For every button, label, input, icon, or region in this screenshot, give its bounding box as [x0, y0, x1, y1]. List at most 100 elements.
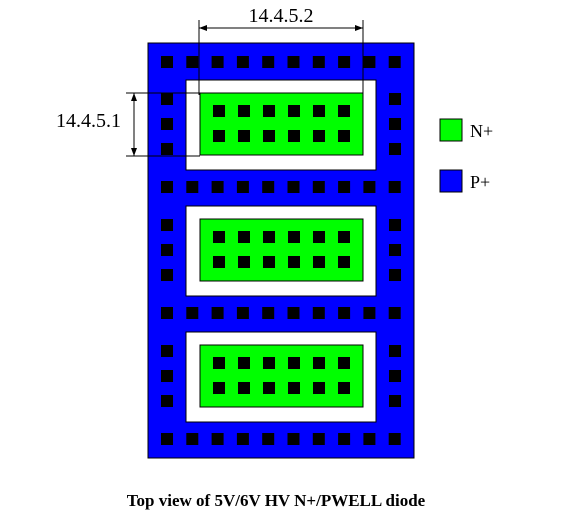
p-plus-contact: [161, 370, 173, 382]
figure-caption: Top view of 5V/6V HV N+/PWELL diode: [127, 491, 426, 510]
p-plus-contact: [161, 345, 173, 357]
p-plus-contact: [312, 307, 325, 319]
p-plus-contact: [262, 181, 275, 193]
p-plus-contact: [262, 307, 275, 319]
n-plus-region: [199, 344, 364, 408]
n-plus-contact: [263, 231, 275, 243]
p-plus-contact: [388, 433, 401, 445]
n-plus-contact: [263, 256, 275, 268]
n-plus-contact: [263, 105, 275, 117]
n-plus-contact: [313, 105, 325, 117]
p-plus-contact: [211, 433, 224, 445]
p-plus-contact: [161, 181, 173, 193]
p-plus-contact: [388, 56, 401, 68]
p-plus-contact: [161, 244, 173, 256]
n-plus-contact: [213, 357, 225, 369]
p-plus-contact: [186, 181, 199, 193]
legend-swatch-p-plus: [439, 169, 463, 193]
p-plus-contact: [312, 433, 325, 445]
p-plus-contact: [312, 181, 325, 193]
n-plus-contact: [263, 357, 275, 369]
n-plus-contact: [313, 382, 325, 394]
p-plus-contact: [389, 345, 401, 357]
n-plus-contact: [213, 105, 225, 117]
n-plus-contact: [213, 130, 225, 142]
p-plus-contact: [389, 143, 401, 155]
p-plus-contact: [161, 56, 173, 68]
n-plus-contact: [288, 382, 300, 394]
legend-swatch-n-plus: [439, 118, 463, 142]
n-plus-contact: [213, 256, 225, 268]
p-plus-contact: [338, 56, 351, 68]
n-plus-contact: [238, 382, 250, 394]
n-plus-contact: [313, 231, 325, 243]
p-plus-contact: [389, 244, 401, 256]
n-plus-contact: [263, 130, 275, 142]
p-plus-contact: [363, 181, 376, 193]
p-plus-contact: [363, 56, 376, 68]
arrow-down: [131, 148, 137, 156]
n-plus-contact: [288, 256, 300, 268]
n-plus-contact: [238, 256, 250, 268]
n-plus-contact: [313, 130, 325, 142]
n-plus-regions: [199, 92, 364, 408]
p-plus-contact: [389, 118, 401, 130]
n-plus-contact: [213, 231, 225, 243]
n-plus-contact: [313, 256, 325, 268]
arrow-up: [131, 93, 137, 101]
p-plus-contact: [338, 307, 351, 319]
n-plus-contact: [238, 231, 250, 243]
n-plus-contact: [288, 130, 300, 142]
n-plus-contact: [338, 382, 350, 394]
p-plus-contact: [389, 395, 401, 407]
n-plus-contact: [238, 357, 250, 369]
p-plus-contact: [236, 56, 249, 68]
dimension-vertical: 14.4.5.1: [56, 92, 200, 157]
n-plus-contact: [338, 105, 350, 117]
dimension-horizontal: 14.4.5.2: [198, 5, 364, 95]
p-plus-contact: [389, 370, 401, 382]
p-plus-contact: [388, 181, 401, 193]
p-plus-contact: [363, 433, 376, 445]
p-plus-contact: [262, 433, 275, 445]
p-plus-contact: [186, 56, 199, 68]
p-plus-contact: [161, 118, 173, 130]
p-plus-contact: [161, 433, 173, 445]
p-plus-contact: [363, 307, 376, 319]
p-plus-contact: [161, 307, 173, 319]
p-plus-contact: [186, 307, 199, 319]
p-plus-contact: [161, 219, 173, 231]
p-plus-contact: [262, 56, 275, 68]
legend-label-n-plus: N+: [470, 121, 493, 141]
dimension-label-horizontal: 14.4.5.2: [249, 5, 314, 27]
n-plus-contact: [288, 231, 300, 243]
n-plus-contact: [313, 357, 325, 369]
p-plus-contact: [389, 269, 401, 281]
p-plus-contact: [236, 433, 249, 445]
p-plus-contact: [389, 219, 401, 231]
p-plus-contact: [287, 181, 300, 193]
n-plus-contact: [213, 382, 225, 394]
legend: N+ P+: [439, 118, 493, 193]
n-plus-region: [199, 218, 364, 282]
p-plus-contact: [211, 56, 224, 68]
p-plus-contact: [236, 307, 249, 319]
p-plus-contact: [389, 93, 401, 105]
n-plus-contact: [338, 130, 350, 142]
p-plus-contact: [236, 181, 249, 193]
p-plus-contact: [312, 56, 325, 68]
n-plus-contact: [263, 382, 275, 394]
p-plus-contact: [161, 395, 173, 407]
legend-label-p-plus: P+: [470, 172, 490, 192]
p-plus-contact: [211, 307, 224, 319]
n-plus-contact: [338, 256, 350, 268]
dimension-label-vertical: 14.4.5.1: [56, 110, 121, 132]
arrow-left: [199, 25, 207, 31]
n-plus-contact: [288, 105, 300, 117]
p-plus-contact: [161, 269, 173, 281]
n-plus-contact: [238, 130, 250, 142]
p-plus-contact: [388, 307, 401, 319]
n-plus-contact: [338, 231, 350, 243]
p-plus-contact: [338, 181, 351, 193]
